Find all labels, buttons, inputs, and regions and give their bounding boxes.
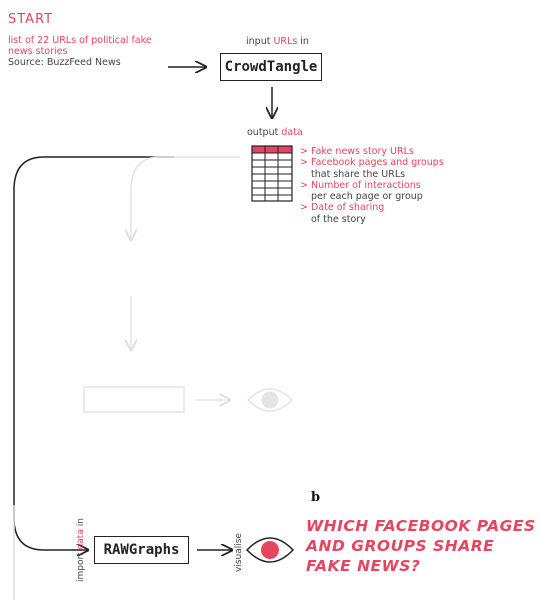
source-line-1: list of 22 URLs of political fake — [8, 35, 152, 46]
output-item-sub: per each page or group — [311, 191, 423, 203]
faded-branch — [131, 156, 240, 240]
loop-to-rawgraphs — [13, 156, 174, 550]
output-label: output data — [247, 127, 303, 138]
output-item-title: > Date of sharing — [300, 202, 385, 214]
panel-letter: b — [311, 490, 321, 505]
data-table-icon — [251, 145, 293, 202]
output-item-title: > Fake news story URLs — [300, 146, 414, 157]
source-line-3: Source: BuzzFeed News — [8, 57, 121, 68]
output-item-title: > Facebook pages and groups — [300, 157, 444, 169]
visualise-label: visualise — [234, 533, 244, 572]
import-data-label: import data in — [76, 518, 86, 582]
output-item-sub: of the story — [311, 213, 366, 225]
output-item-title: > Number of interactions — [300, 179, 421, 191]
faded-eye-icon — [246, 388, 294, 412]
rawgraphs-box: RAWGraphs — [94, 536, 189, 564]
output-item-sub: that share the URLs — [311, 168, 406, 180]
faded-box — [83, 386, 185, 413]
crowdtangle-box: CrowdTangle — [220, 53, 322, 81]
question-heading: WHICH FACEBOOK PAGES AND GROUPS SHARE FA… — [306, 517, 536, 575]
eye-icon — [245, 537, 295, 563]
output-list: > Fake news story URLs > Facebook pages … — [300, 146, 460, 225]
source-line-2: news stories — [8, 46, 68, 57]
start-label: START — [8, 12, 54, 27]
input-label: input URLs in — [246, 36, 309, 47]
source-description: list of 22 URLs of political fake news s… — [8, 35, 168, 68]
